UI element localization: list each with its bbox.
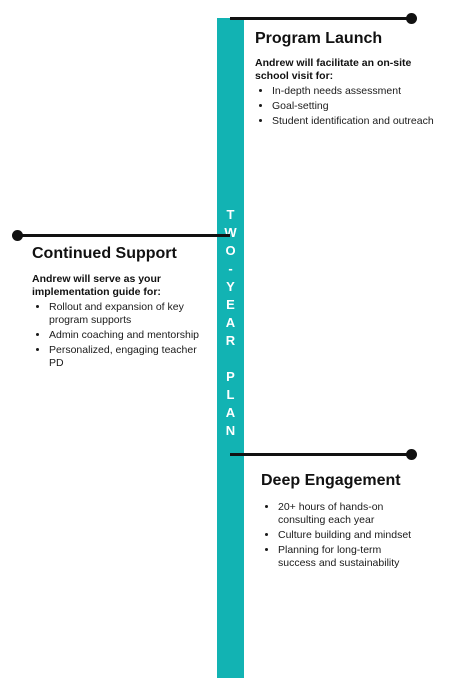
connector-deep-engagement: [230, 453, 410, 456]
dot-program-launch: [406, 13, 417, 24]
section-title: Continued Support: [32, 245, 177, 262]
list-item: In-depth needs assessment: [272, 85, 445, 98]
dot-continued-support: [12, 230, 23, 241]
section-list: Rollout and expansion of key program sup…: [32, 301, 199, 370]
list-item: Rollout and expansion of key program sup…: [49, 301, 199, 327]
list-item: 20+ hours of hands-on consulting each ye…: [278, 501, 418, 527]
spine-letter: E: [226, 297, 235, 312]
spine-letter: T: [226, 207, 235, 222]
section-continued-support: Continued Support Andrew will serve as y…: [32, 245, 207, 372]
spine-letter: A: [225, 405, 236, 420]
list-item: Student identification and outreach: [272, 115, 445, 128]
connector-continued-support: [18, 234, 230, 237]
list-item: Goal-setting: [272, 100, 445, 113]
spine-letter: R: [225, 333, 236, 348]
list-item: Admin coaching and mentorship: [49, 329, 199, 342]
section-list: In-depth needs assessment Goal-setting S…: [255, 85, 445, 128]
spine-letter: L: [226, 387, 235, 402]
spine-letter: N: [225, 423, 236, 438]
section-list: 20+ hours of hands-on consulting each ye…: [261, 501, 418, 570]
section-lead: Andrew will serve as your implementation…: [32, 273, 161, 298]
timeline-spine: T W O - Y E A R P L A N: [217, 18, 244, 678]
connector-program-launch: [230, 17, 410, 20]
list-item: Planning for long-term success and susta…: [278, 544, 418, 570]
spine-label: T W O - Y E A R P L A N: [217, 206, 244, 440]
spine-letter: P: [226, 369, 235, 384]
section-title: Deep Engagement: [261, 472, 401, 489]
spine-letter: -: [228, 261, 233, 276]
dot-deep-engagement: [406, 449, 417, 460]
spine-letter: W: [224, 225, 237, 240]
section-deep-engagement: Deep Engagement 20+ hours of hands-on co…: [261, 472, 441, 572]
spine-letter: O: [225, 243, 236, 258]
section-lead: Andrew will facilitate an on-site school…: [255, 57, 412, 82]
section-title: Program Launch: [255, 30, 383, 47]
list-item: Culture building and mindset: [278, 529, 418, 542]
spine-letter: Y: [226, 279, 235, 294]
section-program-launch: Program Launch Andrew will facilitate an…: [255, 30, 445, 130]
list-item: Personalized, engaging teacher PD: [49, 344, 199, 370]
spine-letter: A: [225, 315, 236, 330]
